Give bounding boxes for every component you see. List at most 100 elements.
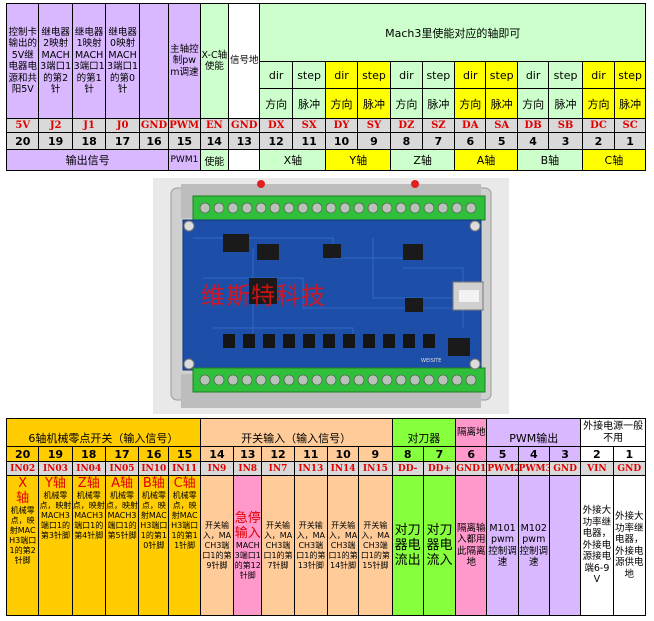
- pin-number: 18: [71, 132, 107, 150]
- axis-letter: Y: [44, 476, 53, 492]
- signal-label: DY: [325, 118, 358, 133]
- switch-input-header: 开关输入（输入信号）: [199, 418, 393, 447]
- isolated-gnd-desc: 隔离输入都用此隔离地: [455, 475, 488, 616]
- dir-step-cell: step: [421, 61, 456, 89]
- pwm3-desc: M102 pwm控制调速: [517, 475, 550, 616]
- relay2-desc: 继电器2映射MACH3端口1的第2针: [38, 3, 73, 119]
- pin-number: 18: [71, 446, 106, 462]
- signal-label: IN15: [358, 461, 393, 476]
- signal-label: IN10: [138, 461, 170, 476]
- group-a-axis: A轴: [454, 149, 518, 171]
- group-pwm: PWM1: [168, 149, 201, 171]
- signal-label: SA: [485, 118, 518, 133]
- dir-step-cell: step: [356, 61, 392, 89]
- home-mapping: 机械零点，映射MACH3端口1的第4针脚: [72, 491, 105, 540]
- dir-step-cell: dir: [454, 61, 487, 89]
- pin-number: 14: [199, 132, 230, 150]
- pin-number: 6: [454, 132, 487, 150]
- dir-step-cn-cell: 方向: [581, 88, 616, 119]
- pin-number: 13: [228, 132, 261, 150]
- pin-number: 12: [259, 132, 293, 150]
- signal-label: J0: [105, 118, 140, 133]
- home-a-desc: A轴 机械零点，映射MACH3端口1的第5针脚: [104, 475, 140, 616]
- signal-label: SX: [291, 118, 327, 133]
- signal-label: SY: [356, 118, 392, 133]
- vin-desc: 外接大功率继电器，外接电源接电端6-9V: [580, 475, 614, 616]
- pin-number: 5: [486, 446, 519, 462]
- home-mapping: 机械零点，映射MACH3端口1的第3针脚: [39, 491, 72, 540]
- pin-number: 1: [614, 132, 646, 150]
- gnd-desc: [138, 3, 170, 119]
- dir-step-cn-cell: 脉冲: [421, 88, 456, 119]
- relay1-desc: 继电器1映射MACH3端口1的第1针: [71, 3, 107, 119]
- home-switch-header: 6轴机械零点开关（输入信号）: [6, 418, 201, 447]
- signal-label: IN03: [38, 461, 73, 476]
- dir-step-cell: dir: [390, 61, 423, 89]
- dir-step-cell: step: [485, 61, 518, 89]
- home-b-desc: B轴 机械零点，映射MACH3端口1的第10针脚: [138, 475, 170, 616]
- estop-mapping: MACH3端口1的第12针脚: [234, 540, 261, 580]
- signal-label: IN11: [168, 461, 201, 476]
- group-y-axis: Y轴: [325, 149, 392, 171]
- signal-label: GND: [548, 461, 582, 476]
- signal-label: IN9: [199, 461, 235, 476]
- ext-gnd-desc: 外接大功率继电器，外接电源供电地: [612, 475, 647, 616]
- home-mapping: 机械零点，映射MACH3端口1的第5针脚: [106, 491, 139, 540]
- tool-in-desc: 对刀器电流入: [422, 475, 457, 616]
- home-c-desc: C轴 机械零点，映射MACH3端口1的第11针脚: [168, 475, 201, 616]
- pin-number: 19: [38, 446, 73, 462]
- group-c-axis: C轴: [581, 149, 647, 171]
- signal-label: DD+: [422, 461, 457, 476]
- dir-step-cn-cell: 方向: [516, 88, 550, 119]
- home-y-desc: Y轴 机械零点，映射MACH3端口1的第3针脚: [38, 475, 73, 616]
- axis-suffix: 轴: [151, 476, 165, 492]
- signal-label: IN14: [326, 461, 360, 476]
- dir-step-cn-cell: 方向: [454, 88, 487, 119]
- dir-step-cn-cell: 方向: [259, 88, 293, 119]
- signal-label: GND1: [455, 461, 488, 476]
- pin-number: 3: [548, 446, 582, 462]
- dir-step-cn-cell: 方向: [325, 88, 358, 119]
- home-mapping: 机械零点，映射MACH3端口1的第2针脚: [9, 506, 37, 565]
- pin-number: 9: [358, 446, 393, 462]
- top-signal-row: 5V J2 J1 J0 GND PWM1 EN GND DX SX DY SY …: [5, 118, 646, 133]
- group-output: 输出信号: [5, 149, 170, 171]
- top-group-row: 输出信号 PWM1 使能 X轴 Y轴 Z轴 A轴 B轴 C轴: [5, 149, 647, 171]
- pin-number: 15: [168, 132, 201, 150]
- signal-label: IN13: [293, 461, 328, 476]
- pin-number: 20: [5, 132, 40, 150]
- board-label: WEISITE: [421, 358, 442, 364]
- signal-label: J2: [38, 118, 73, 133]
- signal-label: IN7: [261, 461, 295, 476]
- axis-suffix: 轴: [182, 476, 196, 492]
- signal-label: DA: [454, 118, 487, 133]
- signal-label: PWM2: [486, 461, 519, 476]
- switch-in13-desc: 开关输入，MACH3端口1的第13针脚: [293, 475, 328, 616]
- pin-number: 19: [38, 132, 73, 150]
- board-watermark: 维斯特科技: [201, 282, 326, 310]
- pin-number: 4: [516, 132, 550, 150]
- bottom-number-row: 20 19 18 17 16 15 14 13 12 11 10 9 8 7 6…: [5, 446, 647, 462]
- signal-label: IN8: [233, 461, 263, 476]
- dir-step-cell: dir: [581, 61, 616, 89]
- pin-number: 7: [421, 132, 456, 150]
- signal-label: SC: [614, 118, 646, 133]
- dir-step-cn-cell: 脉冲: [291, 88, 327, 119]
- dir-step-cn-cell: 脉冲: [356, 88, 392, 119]
- dir-step-cn-cell: 脉冲: [485, 88, 518, 119]
- dir-step-row: dir step dir step dir step dir step dir …: [7, 61, 646, 89]
- group-gnd: [228, 149, 261, 171]
- switch-in9-desc: 开关输入，MACH3端口1的第9针脚: [199, 475, 235, 616]
- pin-number: 20: [5, 446, 40, 462]
- signal-label: GND: [228, 118, 261, 133]
- pin-number: 16: [138, 446, 170, 462]
- group-b-axis: B轴: [516, 149, 583, 171]
- mach3-header: Mach3里使能对应的轴即可: [259, 3, 646, 62]
- dir-step-cell: step: [291, 61, 327, 89]
- axis-suffix: 轴: [119, 476, 133, 492]
- axis-letter: C: [173, 476, 183, 492]
- axis-letter: Z: [77, 476, 87, 492]
- dir-step-cn-cell: 脉冲: [548, 88, 583, 119]
